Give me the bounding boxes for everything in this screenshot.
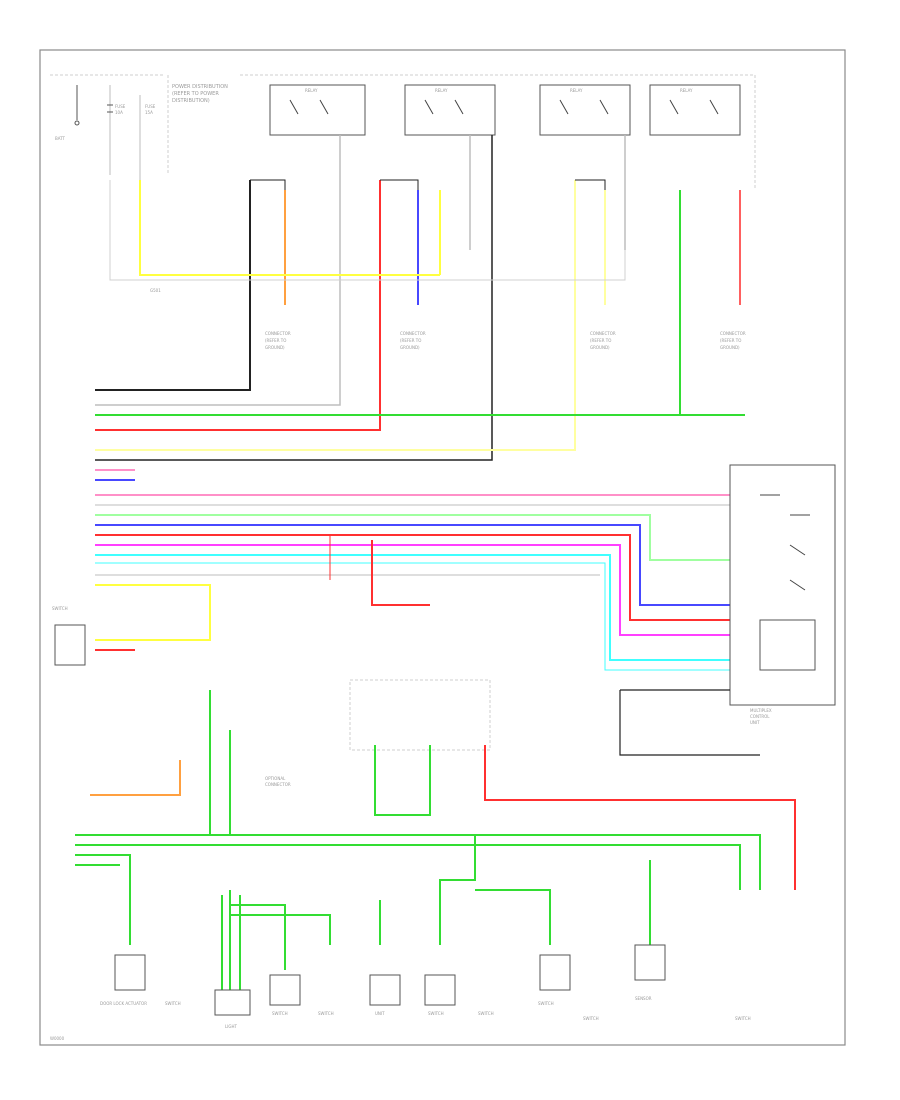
middle-section: OPTIONAL CONNECTOR bbox=[90, 679, 796, 890]
fuse-label-1: FUSE bbox=[115, 104, 126, 109]
svg-text:SWITCH: SWITCH bbox=[52, 606, 68, 611]
fuse-group-top: FUSE 10A FUSE 15A BATT bbox=[55, 85, 156, 180]
relay-2-label: RELAY bbox=[435, 88, 448, 93]
relay-4-label: RELAY bbox=[680, 88, 693, 93]
relay-4: RELAY bbox=[649, 84, 741, 136]
svg-text:(REFER TO: (REFER TO bbox=[720, 338, 741, 343]
main-harness bbox=[95, 469, 730, 671]
yellow-bus-top: G501 bbox=[109, 180, 626, 293]
svg-text:BATT: BATT bbox=[55, 136, 66, 141]
bottom-comp-4: SWITCH bbox=[272, 1011, 288, 1016]
svg-text:CONNECTOR: CONNECTOR bbox=[720, 331, 746, 336]
relay-wires bbox=[95, 135, 745, 461]
bottom-comp-6: UNIT bbox=[375, 1011, 385, 1016]
optional-connector-2: CONNECTOR bbox=[265, 782, 291, 787]
fuse-label-3: FUSE bbox=[145, 104, 156, 109]
relay-3-label: RELAY bbox=[570, 88, 583, 93]
bottom-comp-9: SWITCH bbox=[538, 1001, 554, 1006]
svg-text:(REFER TO: (REFER TO bbox=[400, 338, 421, 343]
bottom-comp-8: SWITCH bbox=[478, 1011, 494, 1016]
bottom-comp-10: SWITCH bbox=[583, 1016, 599, 1021]
bottom-comp-1: DOOR LOCK ACTUATOR bbox=[100, 1001, 147, 1006]
svg-text:(REFER TO: (REFER TO bbox=[265, 338, 286, 343]
bottom-comp-12: SWITCH bbox=[735, 1016, 751, 1021]
relay-1-label: RELAY bbox=[305, 88, 318, 93]
control-unit-label-2: CONTROL bbox=[750, 714, 770, 719]
svg-text:GROUND): GROUND) bbox=[265, 345, 285, 350]
bottom-comp-2: SWITCH bbox=[165, 1001, 181, 1006]
svg-text:CONNECTOR: CONNECTOR bbox=[400, 331, 426, 336]
control-unit-label-1: MULTIPLEX bbox=[750, 708, 772, 713]
top-note-1: POWER DISTRIBUTION bbox=[172, 84, 228, 90]
bottom-components bbox=[114, 944, 666, 1016]
bottom-comp-11: SENSOR bbox=[635, 996, 652, 1001]
relay-2: RELAY bbox=[404, 84, 496, 136]
green-bus bbox=[75, 690, 761, 990]
diagram-frame bbox=[39, 49, 846, 1046]
svg-text:(REFER TO: (REFER TO bbox=[590, 338, 611, 343]
connector-notes: CONNECTOR (REFER TO GROUND) CONNECTOR (R… bbox=[265, 331, 746, 350]
bottom-comp-5: SWITCH bbox=[318, 1011, 334, 1016]
control-unit-label-3: UNIT bbox=[750, 720, 760, 725]
power-distribution-area: POWER DISTRIBUTION (REFER TO POWER DISTR… bbox=[50, 74, 756, 190]
footer-code: W0000 bbox=[50, 1036, 65, 1041]
relay-1: RELAY bbox=[269, 84, 366, 136]
fuse-label-2: 10A bbox=[115, 110, 123, 115]
svg-text:CONNECTOR: CONNECTOR bbox=[265, 331, 291, 336]
bottom-comp-7: SWITCH bbox=[428, 1011, 444, 1016]
svg-text:GROUND): GROUND) bbox=[590, 345, 610, 350]
left-component: SWITCH bbox=[52, 606, 86, 666]
top-note-3: DISTRIBUTION) bbox=[172, 98, 210, 104]
relay-3: RELAY bbox=[539, 84, 631, 136]
bottom-comp-3: LIGHT bbox=[225, 1024, 238, 1029]
optional-connector-1: OPTIONAL bbox=[265, 776, 286, 781]
top-note-2: (REFER TO POWER bbox=[172, 91, 219, 97]
svg-text:CONNECTOR: CONNECTOR bbox=[590, 331, 616, 336]
ground-label-1: G501 bbox=[150, 288, 161, 293]
bottom-labels: DOOR LOCK ACTUATOR SWITCH LIGHT SWITCH S… bbox=[100, 996, 751, 1029]
fuse-label-4: 15A bbox=[145, 110, 153, 115]
control-unit: MULTIPLEX CONTROL UNIT bbox=[729, 464, 836, 725]
svg-text:GROUND): GROUND) bbox=[720, 345, 740, 350]
svg-text:GROUND): GROUND) bbox=[400, 345, 420, 350]
